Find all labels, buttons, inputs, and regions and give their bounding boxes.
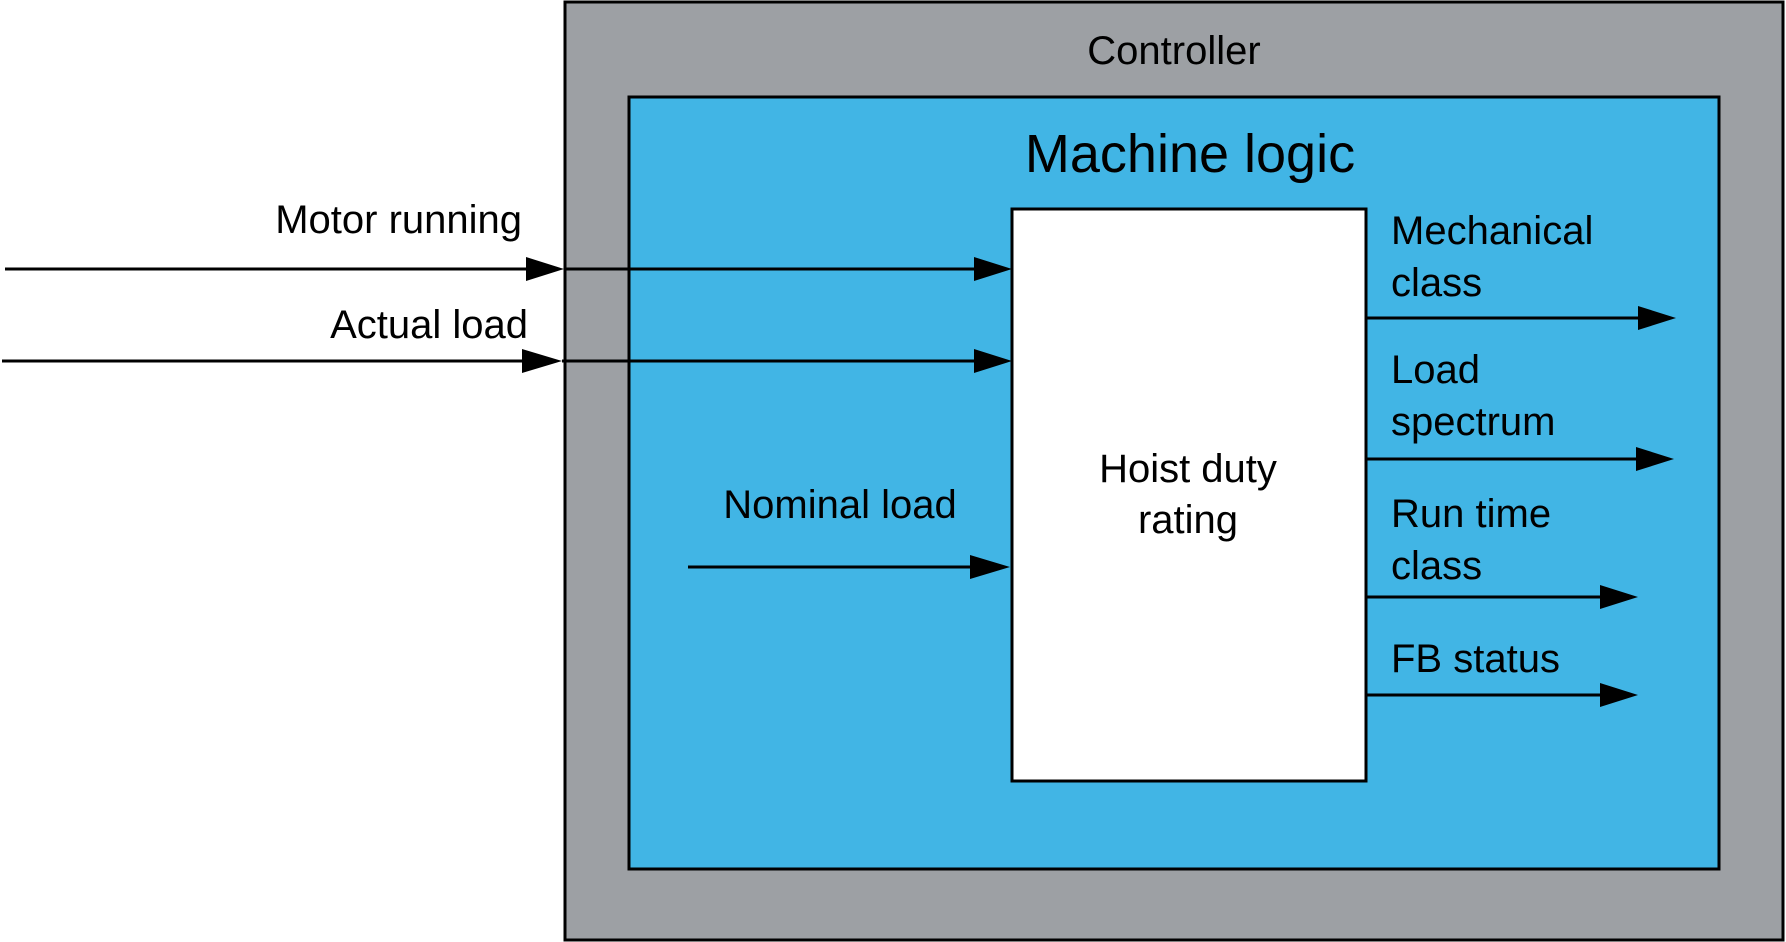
output-arrowhead-fb-status bbox=[1600, 683, 1638, 707]
output-arrowhead-load-spectrum bbox=[1636, 447, 1674, 471]
machine-logic-title: Machine logic bbox=[1025, 124, 1355, 184]
input-arrowhead-motor-running-outer bbox=[526, 257, 564, 281]
output-arrowhead-mechanical-class bbox=[1638, 306, 1676, 330]
output-label-mechanical-class-line2: class bbox=[1391, 261, 1482, 305]
output-label-load-spectrum-line2: spectrum bbox=[1391, 400, 1556, 444]
output-label-mechanical-class-line1: Mechanical bbox=[1391, 209, 1593, 253]
input-label-motor-running: Motor running bbox=[275, 198, 522, 242]
output-label-load-spectrum-line1: Load bbox=[1391, 348, 1480, 392]
input-arrowhead-actual-load-outer bbox=[522, 349, 562, 373]
input-arrowhead-motor-running-inner bbox=[974, 257, 1012, 281]
input-arrowhead-nominal-load bbox=[970, 555, 1010, 579]
output-label-fb-status: FB status bbox=[1391, 637, 1560, 681]
hoist-duty-rating-block bbox=[1010, 207, 1368, 783]
input-label-nominal-load: Nominal load bbox=[723, 483, 956, 527]
block-name-line2: rating bbox=[1138, 498, 1238, 542]
output-label-run-time-class-line2: class bbox=[1391, 544, 1482, 588]
output-arrowhead-run-time-class bbox=[1600, 585, 1638, 609]
input-arrowhead-actual-load-inner bbox=[974, 349, 1012, 373]
controller-title: Controller bbox=[1087, 29, 1260, 73]
input-label-actual-load: Actual load bbox=[330, 303, 528, 347]
output-label-run-time-class-line1: Run time bbox=[1391, 492, 1551, 536]
block-name-line1: Hoist duty bbox=[1099, 447, 1277, 491]
